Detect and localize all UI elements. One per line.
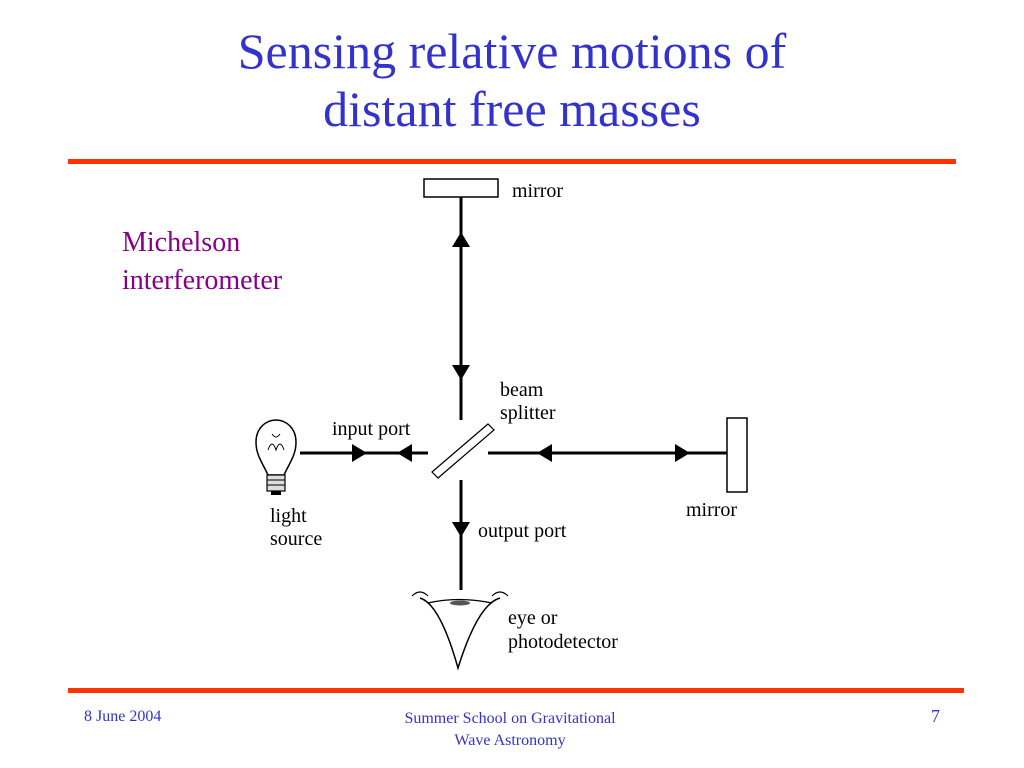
label-source: source <box>270 528 322 550</box>
arrow-left-input <box>397 444 412 462</box>
footer-event-line-2: Wave Astronomy <box>454 732 566 749</box>
label-beam: beam <box>500 379 544 401</box>
label-output-port: output port <box>478 520 567 542</box>
footer-event-line-1: Summer School on Gravitational <box>404 710 616 727</box>
caption-line-2: interferometer <box>122 265 283 296</box>
top-mirror <box>423 178 499 198</box>
footer-event: Summer School on Gravitational Wave Astr… <box>350 708 670 752</box>
lightbulb-icon <box>255 419 297 495</box>
title-line-2: distant free masses <box>323 81 701 137</box>
label-mirror-right: mirror <box>686 499 737 521</box>
eye-icon <box>411 591 509 671</box>
title-line-1: Sensing relative motions of <box>237 23 787 79</box>
diagram-caption: Michelson interferometer <box>122 224 282 300</box>
footer-date: 8 June 2004 <box>84 708 162 725</box>
footer-divider <box>68 688 964 693</box>
label-photodetector: photodetector <box>508 631 618 653</box>
right-mirror <box>726 417 748 493</box>
label-light: light <box>270 505 307 527</box>
beam-splitter <box>431 423 495 479</box>
caption-line-1: Michelson <box>122 227 241 258</box>
arrow-down-upper <box>452 365 470 380</box>
arrow-left-right-arm <box>537 444 552 462</box>
arrow-up <box>452 232 470 247</box>
page-number: 7 <box>931 706 940 726</box>
label-input-port: input port <box>332 418 411 440</box>
label-mirror-top: mirror <box>512 180 563 202</box>
label-eye-or: eye or <box>508 607 558 629</box>
label-splitter: splitter <box>500 402 556 424</box>
arrow-right-input <box>352 444 367 462</box>
slide-title: Sensing relative motions of distant free… <box>0 22 1024 138</box>
title-divider <box>68 159 956 164</box>
arrow-right <box>675 444 690 462</box>
arrow-down-output <box>452 522 470 537</box>
